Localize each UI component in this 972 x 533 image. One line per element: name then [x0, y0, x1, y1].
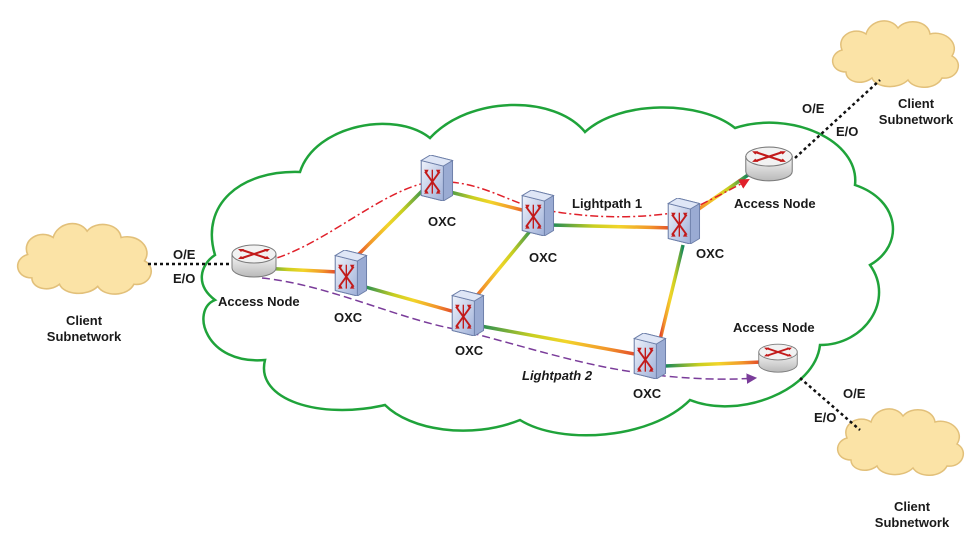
client-label-bottom-line1: Client: [894, 499, 931, 514]
optical-cross-connect-icon: [451, 290, 485, 336]
eo-label-bottom: E/O: [814, 410, 836, 425]
client-label-top-line1: Client: [898, 96, 935, 111]
oxc-label-4: OXC: [455, 343, 484, 358]
oe-label-bottom: O/E: [843, 386, 866, 401]
fiber-oxc4-oxc6: [474, 323, 641, 357]
client-label-bottom-line2: Subnetwork: [875, 515, 950, 530]
client-cloud-top-right: [831, 20, 960, 89]
optical-cross-connect-icon: [420, 155, 454, 201]
optical-cross-connect-icon: [633, 333, 667, 379]
oe-label-left: O/E: [173, 247, 196, 262]
optical-cross-connect-icon: [667, 198, 701, 244]
fiber-oxc1-oxc2: [353, 183, 430, 260]
fiber-oxc5-oxc6: [658, 244, 685, 341]
fiber-oxc3-oxc5: [549, 223, 676, 230]
router-icon: [231, 244, 277, 278]
access-node-label-top: Access Node: [734, 196, 816, 211]
oxc-label-6: OXC: [633, 386, 662, 401]
eo-label-top: E/O: [836, 124, 858, 139]
fiber-oxc1-oxc4: [361, 284, 456, 314]
client-link-bottom: [799, 377, 861, 431]
client-links: [148, 79, 881, 431]
lightpath-1-label: Lightpath 1: [572, 196, 642, 211]
core-network-cloud: [200, 103, 895, 437]
access-node-label-bottom: Access Node: [733, 320, 815, 335]
client-cloud-bottom-right: [836, 408, 965, 477]
oe-label-top: O/E: [802, 101, 825, 116]
lightpath-1: [261, 178, 750, 263]
oxc-label-1: OXC: [334, 310, 363, 325]
eo-label-left: E/O: [173, 271, 195, 286]
client-label-left-line1: Client: [66, 313, 103, 328]
lightpath-2: [261, 277, 758, 384]
fiber-oxc6-an3: [664, 360, 763, 368]
client-cloud-left: [16, 222, 153, 295]
oxc-label-2: OXC: [428, 214, 457, 229]
client-label-top-line2: Subnetwork: [879, 112, 954, 127]
router-icon: [744, 146, 794, 182]
fiber-oxc4-oxc3: [468, 223, 537, 306]
router-icon: [757, 343, 799, 374]
oxc-label-5: OXC: [696, 246, 725, 261]
optical-cross-connect-icon: [521, 190, 555, 236]
client-link-top: [794, 79, 881, 159]
optical-cross-connect-icon: [334, 250, 368, 296]
oxc-label-3: OXC: [529, 250, 558, 265]
lightpath-2-label: Lightpath 2: [522, 368, 593, 383]
client-label-left-line2: Subnetwork: [47, 329, 122, 344]
fiber-oxc2-oxc3: [441, 188, 531, 214]
access-node-label-left: Access Node: [218, 294, 300, 309]
